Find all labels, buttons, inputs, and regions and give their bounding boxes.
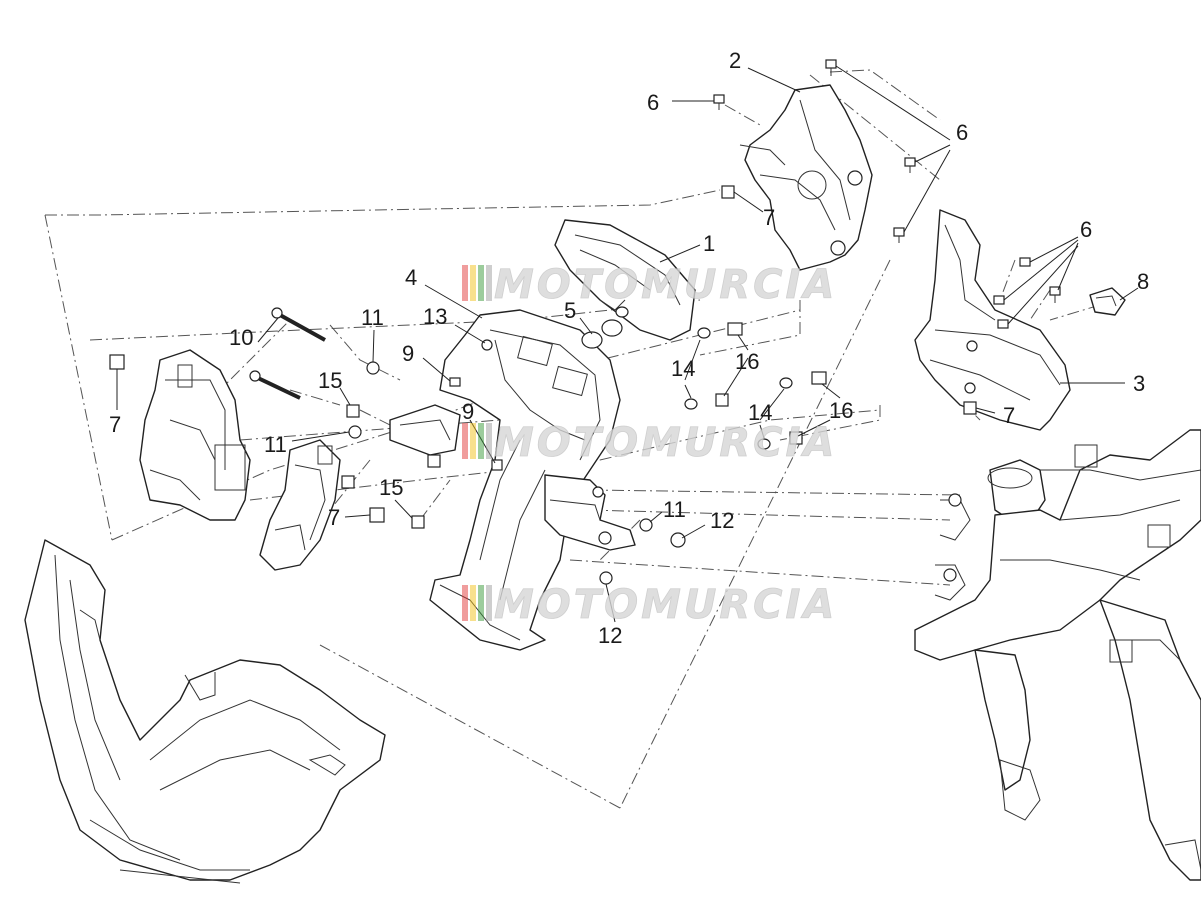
screw-6-r4 [997,319,1009,329]
upper-cover-panel [739,84,873,271]
callout-16-left: 16 [735,349,759,374]
callout-15-top: 15 [318,368,342,393]
callout-5: 5 [564,298,576,323]
bolt-10-upper [271,307,326,342]
clip-part [1089,287,1126,316]
watermark-text: MOTOMURCIA [494,420,837,466]
callout-14-right: 14 [748,400,772,425]
cage-15-bottom [411,515,425,529]
nut-11-top [366,361,380,375]
watermark-stripe-gray [486,265,492,301]
callout-11-mid: 11 [264,432,287,457]
callout-11-top: 11 [361,305,384,330]
cage-15-top [346,404,360,418]
washer-14a-bottom [684,398,698,410]
cage-15-mid [427,454,441,468]
callout-13: 13 [423,304,447,329]
hardware [109,59,1061,585]
watermark-stripe-red [462,585,468,621]
callout-15-bottom: 15 [379,475,403,500]
right-side-panel [914,209,1071,431]
screw-6-r2 [993,295,1005,305]
watermark-stripe-green [478,423,484,459]
callout-6-left: 6 [647,90,659,115]
watermark-stripe-red [462,423,468,459]
instrument-cluster [554,219,696,341]
clip-7-mid2 [341,475,355,489]
screw-6-r3 [1049,286,1061,303]
callout-3: 3 [1133,371,1145,396]
callout-16-right: 16 [829,398,853,423]
watermark-text: MOTOMURCIA [494,262,837,308]
left-inner-panel [139,349,251,521]
nut-12-right [670,532,686,548]
callout-12-bottom: 12 [598,623,622,648]
callout-12-right: 12 [710,508,734,533]
pin-13 [481,339,493,351]
screw-6-r1 [1019,257,1031,267]
nut-11-right [639,518,653,532]
left-small-bracket [259,439,341,571]
callout-7-left: 7 [109,412,121,437]
bolt-10-lower [249,370,301,400]
washer-14a-top [697,327,711,339]
callout-7-top: 7 [763,205,775,230]
callout-14-left: 14 [671,356,695,381]
callout-labels: 1 2 3 4 5 6 6 6 7 7 7 7 8 9 9 10 11 11 1… [109,48,1149,648]
bushing-9-bottom [491,459,503,471]
callout-8: 8 [1137,269,1149,294]
watermark-stripe-yellow [470,423,476,459]
watermark-top: MOTOMURCIA [462,262,837,308]
callout-9-upper: 9 [402,341,414,366]
callout-7-mid: 7 [328,505,340,530]
callout-4: 4 [405,265,417,290]
bushing-9-top [449,377,461,387]
callout-1: 1 [703,231,715,256]
watermark-stripe-yellow [470,585,476,621]
spacer-16a-top [727,322,743,336]
side-bracket [389,404,461,456]
lower-mounting-bracket [544,474,636,551]
watermark-stripe-red [462,265,468,301]
callout-10: 10 [229,325,253,350]
screw-6-low [893,227,905,243]
front-headlight-fairing [24,539,386,884]
watermark-stripe-yellow [470,265,476,301]
watermark-middle: MOTOMURCIA [462,420,837,466]
callout-2: 2 [729,48,741,73]
screw-6-top [825,59,837,76]
screw-6-left [713,94,725,110]
nut-11-mid [348,425,362,439]
callout-6-right: 6 [1080,217,1092,242]
watermark-bottom: MOTOMURCIA [462,582,837,628]
callout-9-lower: 9 [462,399,474,424]
callout-6-top-right: 6 [956,120,968,145]
central-support-frame [429,309,621,651]
watermark-stripe-green [478,585,484,621]
washer-14b-bottom [757,438,771,450]
spacer-16a-bottom [715,393,729,407]
watermark-stripe-gray [486,585,492,621]
watermark-text: MOTOMURCIA [494,582,837,628]
watermark-stripe-green [478,265,484,301]
callout-7-right: 7 [1003,403,1015,428]
callout-11-right: 11 [663,497,686,522]
clip-7-top [721,185,735,199]
clip-7-left [109,354,125,370]
washer-14b-top [779,377,793,389]
clip-7-mid [369,507,385,523]
rubber-mounts [581,306,629,349]
motorcycle-frame [914,429,1201,881]
screw-6-mid [904,157,916,173]
clip-7-right [963,401,977,415]
spacer-16b-top [811,371,827,385]
watermark-stripe-gray [486,423,492,459]
